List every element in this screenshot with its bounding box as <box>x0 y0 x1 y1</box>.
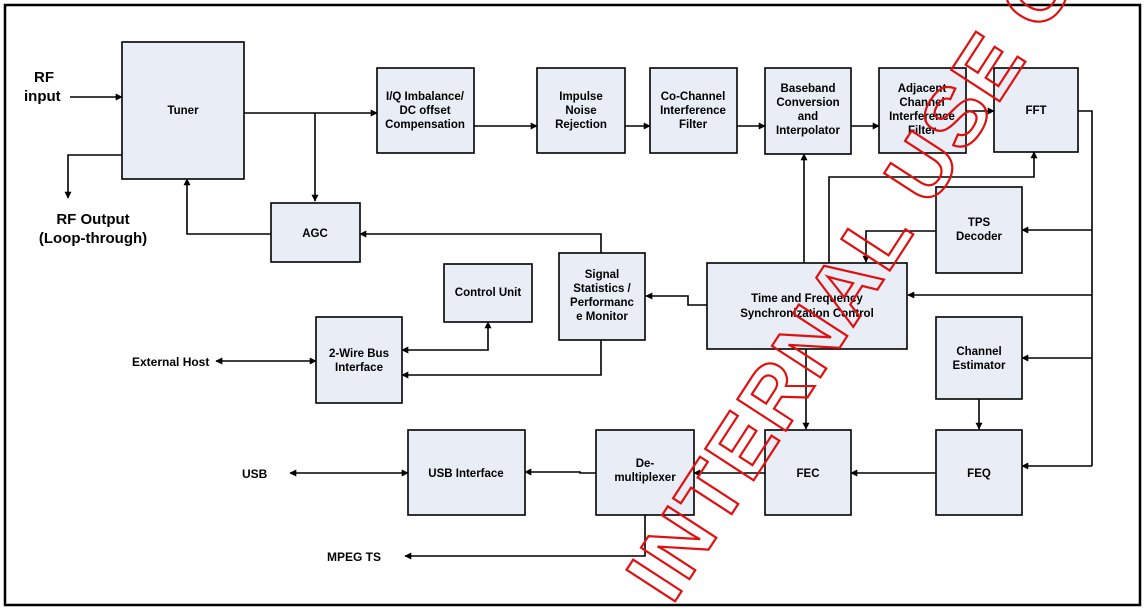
impulse-label-1: Impulse <box>559 91 602 103</box>
rf-input-label-2: input <box>24 88 61 105</box>
impulse-noise-block <box>536 67 626 154</box>
iq-label-2: DC offset <box>399 105 450 117</box>
demux-label-2: multiplexer <box>614 472 676 484</box>
tuner-label: Tuner <box>167 105 199 117</box>
tps-decoder-block <box>935 186 1023 274</box>
signal-stats-label-3: Performanc <box>570 297 635 309</box>
iq-label-3: Compensation <box>385 119 465 131</box>
two-wire-label-2: Interface <box>335 362 383 374</box>
rf-output-label-1: RF Output <box>56 211 129 228</box>
adjacent-label-3: Interference <box>889 111 955 123</box>
mpeg-ts-label: MPEG TS <box>327 550 381 564</box>
usb-interface-block <box>407 429 526 516</box>
rf-input-label-1: RF <box>34 69 54 86</box>
feq-label: FEQ <box>967 468 991 480</box>
blocks: Tuner I/Q Imbalance/ DC offset Compensat… <box>121 41 1079 516</box>
baseband-label-2: Conversion <box>776 97 839 109</box>
signal-stats-label-4: e Monitor <box>576 311 628 323</box>
fec-label: FEC <box>797 468 820 480</box>
time-frequency-sync-block <box>706 262 908 350</box>
arrow-rf-output <box>64 154 122 199</box>
two-wire-label-1: 2-Wire Bus <box>329 348 389 360</box>
demux-label-1: De- <box>636 458 655 470</box>
feq-block <box>935 429 1023 516</box>
impulse-label-3: Rejection <box>555 119 607 131</box>
iq-block <box>376 67 475 154</box>
control-unit-block <box>443 263 533 323</box>
demultiplexer-block <box>595 429 695 516</box>
agc-label: AGC <box>302 228 328 240</box>
impulse-label-2: Noise <box>565 105 596 117</box>
arrow-tps-sync <box>862 230 936 263</box>
arrow-stats-twowire <box>401 340 602 379</box>
cochannel-label-1: Co-Channel <box>661 91 726 103</box>
usb-interface-label: USB Interface <box>428 468 503 480</box>
arrow-sync-fft <box>828 151 1038 263</box>
tps-label-1: TPS <box>968 217 991 229</box>
rf-output-label-2: (Loop-through) <box>39 230 147 247</box>
external-labels: RF input RF Output (Loop-through) Extern… <box>24 69 381 564</box>
sync-label-2: Synchronization Control <box>740 308 874 320</box>
adjacent-label-1: Adjacent <box>898 83 947 95</box>
cochannel-label-2: Interference <box>660 105 726 117</box>
usb-label: USB <box>242 467 268 481</box>
adjacent-filter-block <box>878 67 967 154</box>
adjacent-label-4: Filter <box>908 125 937 137</box>
baseband-block <box>764 67 852 155</box>
tuner-block <box>121 41 245 180</box>
signal-stats-label-1: Signal <box>585 269 620 281</box>
connections <box>64 93 1093 560</box>
channel-estimator-block <box>935 316 1023 400</box>
arrow-sync-stats <box>645 292 707 306</box>
cochannel-label-3: Filter <box>679 119 708 131</box>
cochannel-filter-block <box>649 67 738 154</box>
control-unit-label: Control Unit <box>455 287 522 299</box>
tps-label-2: Decoder <box>956 231 1003 243</box>
arrow-agc-tuner <box>183 178 271 235</box>
arrow-twowire-control <box>401 321 492 354</box>
iq-label-1: I/Q Imbalance/ <box>386 91 465 103</box>
fft-block <box>993 67 1079 153</box>
arrow-stats-agc <box>359 230 602 253</box>
arrow-demux-usbif <box>524 468 596 476</box>
external-host-label: External Host <box>132 355 209 369</box>
adjacent-label-2: Channel <box>899 97 944 109</box>
baseband-label-4: Interpolator <box>776 125 840 137</box>
signal-stats-label-2: Statistics / <box>573 283 631 295</box>
fft-output-bus <box>1078 110 1093 466</box>
fft-label: FFT <box>1025 105 1046 117</box>
signal-statistics-block <box>558 252 646 341</box>
channel-est-label-2: Estimator <box>952 360 1006 372</box>
channel-est-label-1: Channel <box>956 346 1001 358</box>
arrow-demux-mpeg <box>404 515 646 560</box>
diagram-frame <box>3 3 1142 607</box>
fec-block <box>764 429 852 516</box>
sync-label-1: Time and Frequency <box>751 293 863 305</box>
baseband-label-3: and <box>798 111 818 123</box>
baseband-label-1: Baseband <box>781 83 836 95</box>
two-wire-bus-block <box>315 316 403 404</box>
agc-block <box>270 202 361 263</box>
